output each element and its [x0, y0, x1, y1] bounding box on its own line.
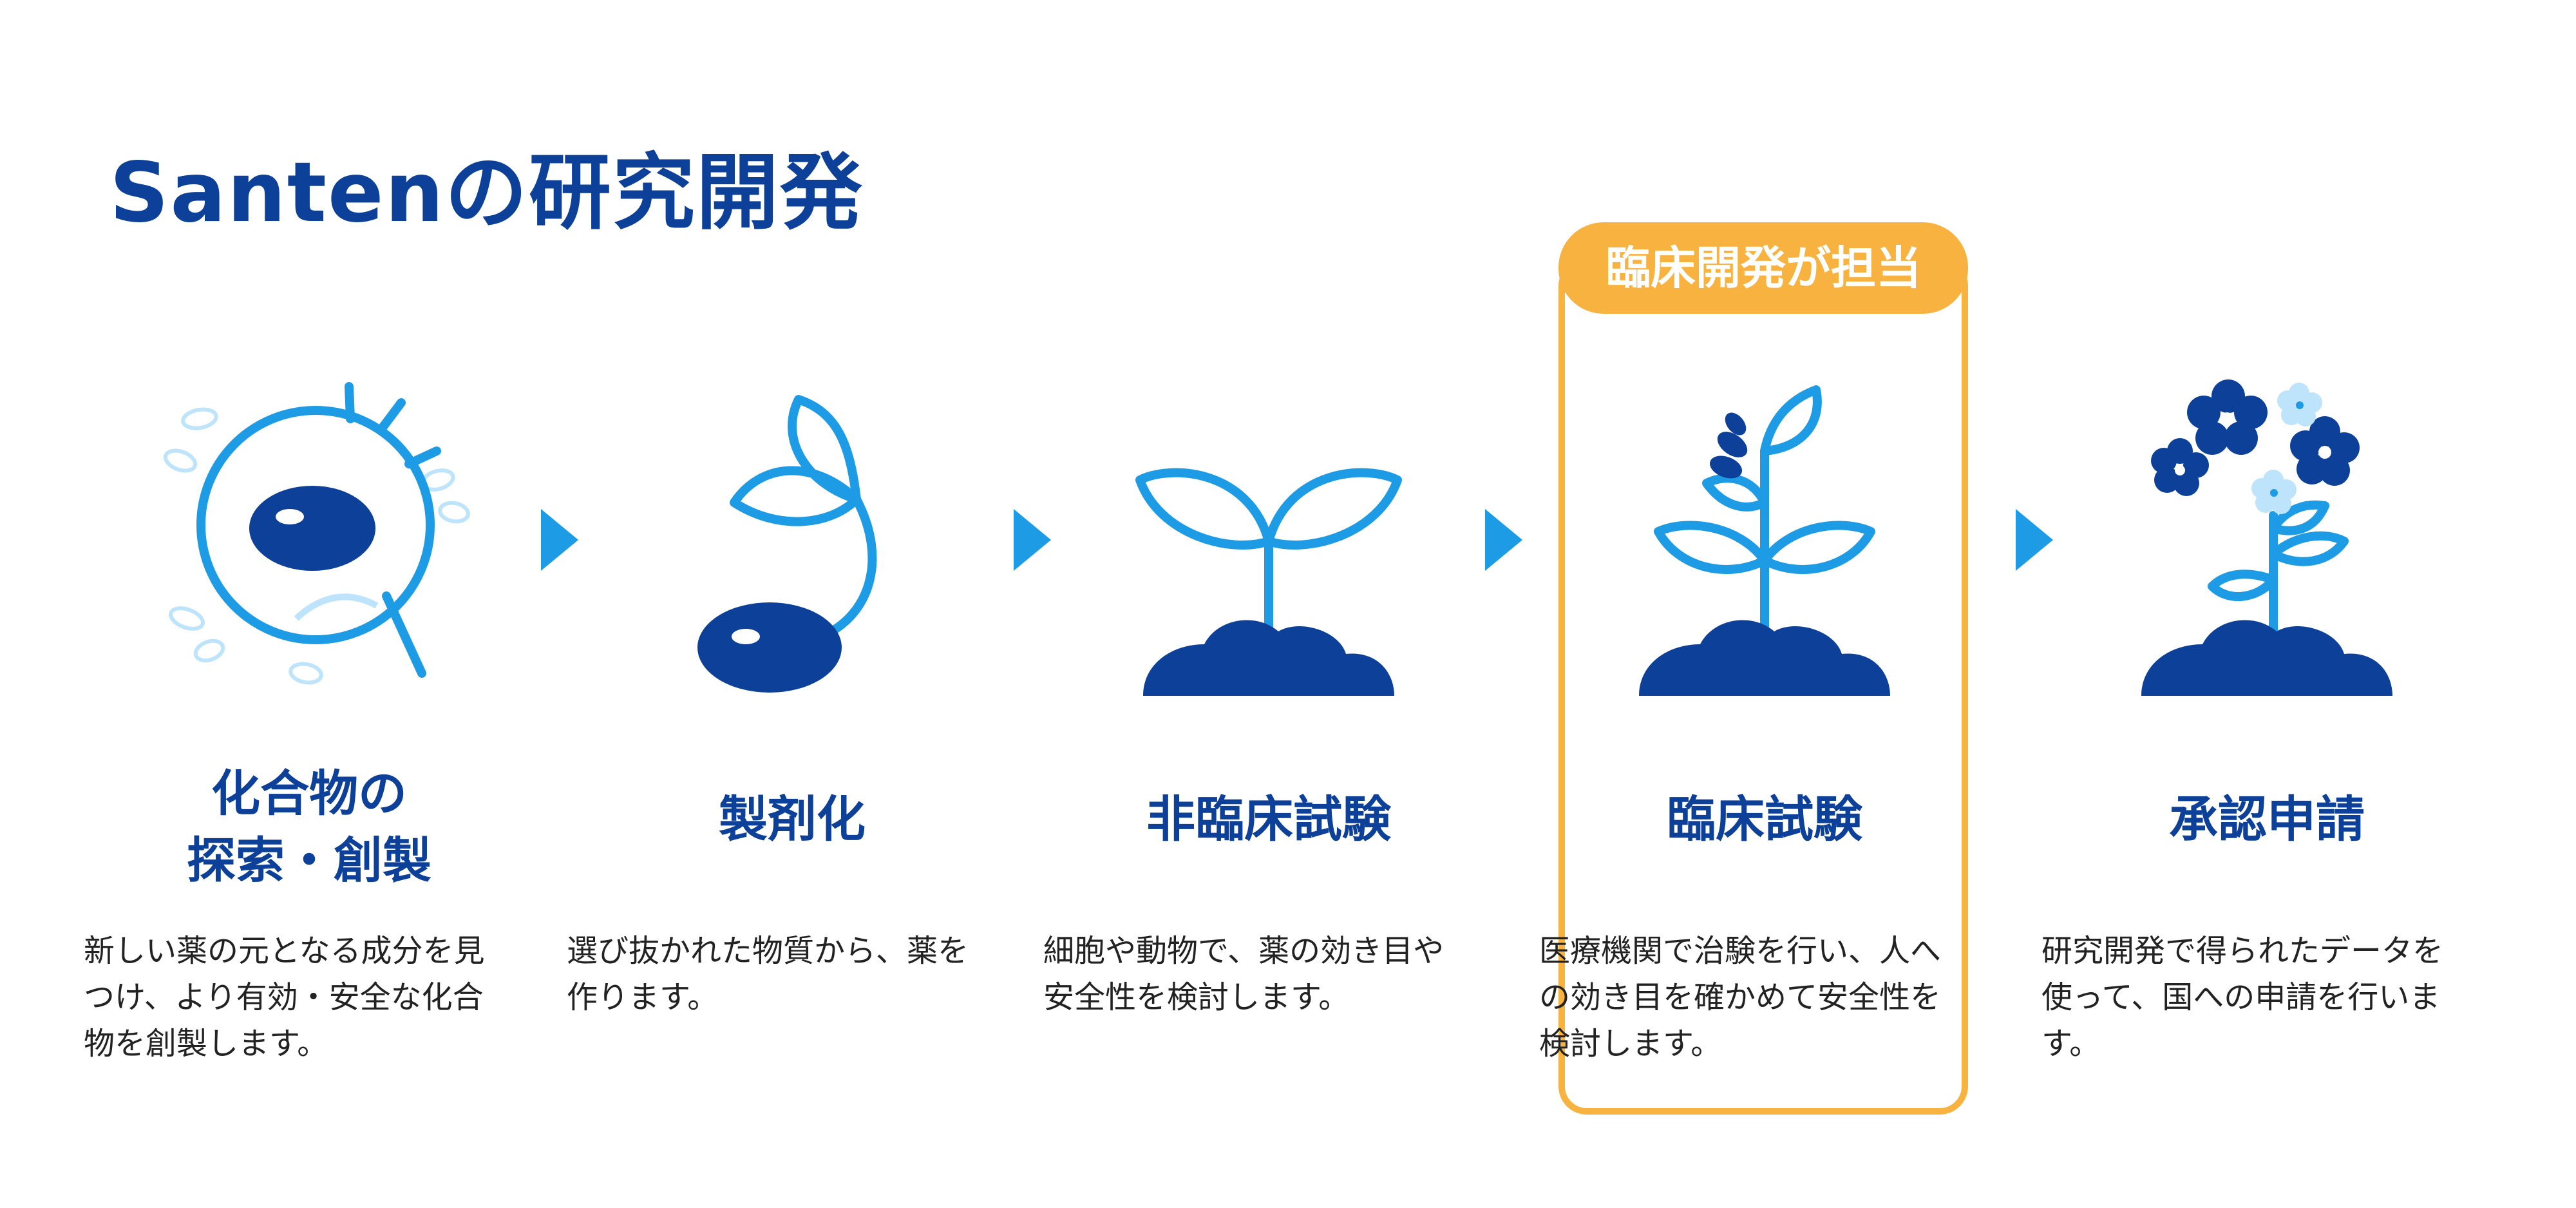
step-name: 非臨床試験	[1146, 791, 1391, 848]
step-name: 臨床試験	[1667, 791, 1862, 848]
step-description: 細胞や動物で、薬の効き目や安全性を検討します。	[1043, 933, 1444, 1015]
step-name: 承認申請	[2169, 791, 2365, 848]
flowering-plant-icon	[2041, 348, 2492, 709]
step-description: 医療機関で治験を行い、人への効き目を確かめて安全性を検討します。	[1539, 933, 1942, 1062]
magnifier-icon	[84, 348, 535, 709]
step-approval-application: 承認申請 研究開発で得られたデータを使って、国への申請を行います。	[2041, 348, 2492, 1121]
step-description: 研究開発で得られたデータを使って、国への申請を行います。	[2041, 933, 2444, 1062]
arrow-right-icon	[1014, 509, 1051, 571]
step-nonclinical-trial: 非臨床試験 細胞や動物で、薬の効き目や安全性を検討します。	[1043, 348, 1494, 1121]
page-title: Santenの研究開発	[109, 145, 864, 241]
seedling-icon	[1043, 348, 1494, 709]
step-formulation: 製剤化 選び抜かれた物質から、薬を作ります。	[567, 348, 1018, 1121]
arrow-right-icon	[2016, 509, 2053, 571]
step-name: 製剤化	[719, 791, 866, 848]
step-name: 化合物の 探索・創製	[187, 765, 431, 889]
clinical-development-badge: 臨床開発が担当	[1558, 222, 1968, 314]
step-description: 選び抜かれた物質から、薬を作ります。	[567, 933, 969, 1015]
step-description: 新しい薬の元となる成分を見つけ、より有効・安全な化合物を創製します。	[84, 933, 485, 1062]
seed-sprout-icon	[567, 348, 1018, 709]
young-plant-icon	[1539, 348, 1990, 709]
arrow-right-icon	[1485, 509, 1522, 571]
step-discovery: 化合物の 探索・創製 新しい薬の元となる成分を見つけ、より有効・安全な化合物を創…	[84, 348, 535, 1121]
arrow-right-icon	[541, 509, 578, 571]
step-clinical-trial: 臨床試験 医療機関で治験を行い、人への効き目を確かめて安全性を検討します。	[1539, 348, 1990, 1121]
